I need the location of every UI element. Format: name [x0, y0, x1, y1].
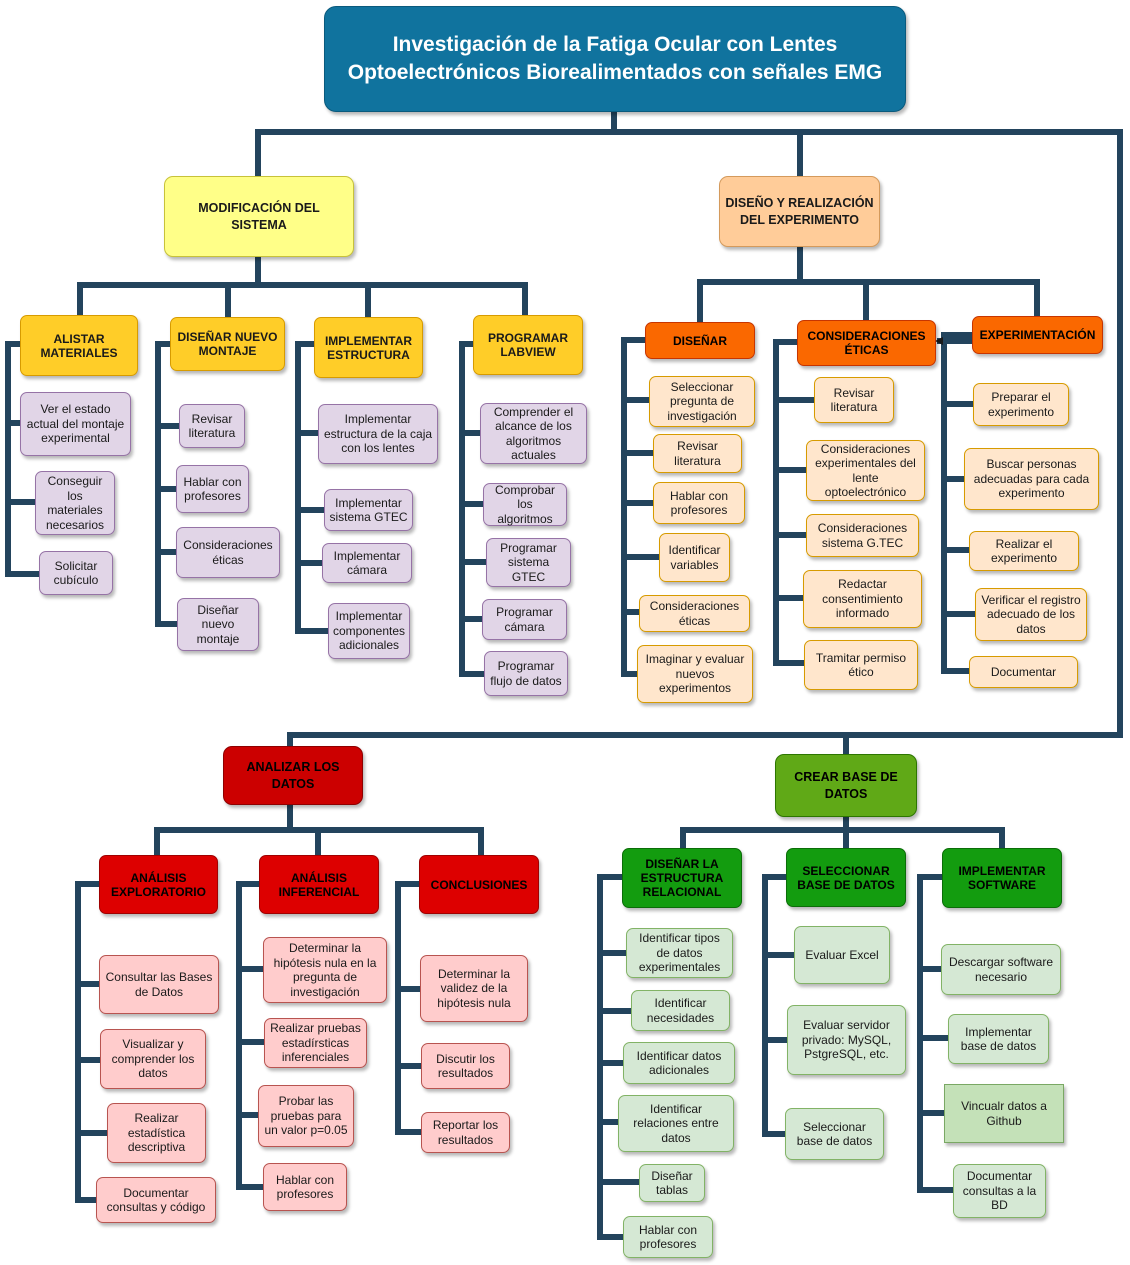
leaf-item: Identificar necesidades: [631, 990, 730, 1031]
leaf-item: Realizar el experimento: [969, 531, 1079, 571]
leaf-item: Buscar personas adecuadas para cada expe…: [964, 448, 1099, 510]
leaf-item: Comprobar los algoritmos: [483, 483, 567, 526]
leaf-item: Identificar relaciones entre datos: [618, 1095, 734, 1152]
node-consideraciones-eticas: CONSIDERACIONES ÉTICAS: [797, 320, 936, 366]
leaf-item: Solicitar cubículo: [39, 551, 113, 595]
leaf-item: Implementar estructura de la caja con lo…: [318, 404, 438, 464]
leaf-item: Verificar el registro adecuado de los da…: [975, 588, 1087, 641]
leaf-item: Documentar consultas y código: [96, 1177, 216, 1223]
leaf-item: Programar sistema GTEC: [486, 538, 571, 587]
leaf-item: Consideraciones éticas: [176, 527, 280, 578]
node-programar-labview: PROGRAMAR LABVIEW: [473, 315, 583, 375]
node-analisis-inferencial: ANÁLISIS INFERENCIAL: [259, 855, 379, 914]
leaf-item: Implementar componentes adicionales: [328, 603, 410, 659]
leaf-item: Evaluar Excel: [794, 926, 890, 984]
node-alistar-materiales: ALISTAR MATERIALES: [20, 315, 138, 376]
leaf-item: Consideraciones sistema G.TEC: [806, 514, 919, 557]
leaf-item: Diseñar tablas: [639, 1164, 705, 1202]
leaf-item: Identificar tipos de datos experimentale…: [626, 928, 733, 978]
leaf-item: Vincualr datos a Github: [944, 1084, 1064, 1143]
leaf-item: Seleccionar pregunta de investigación: [649, 376, 755, 427]
leaf-item: Redactar consentimiento informado: [803, 570, 922, 628]
node-disenar-nuevo-montaje: DISEÑAR NUEVO MONTAJE: [170, 317, 285, 371]
node-disenar-estructura-relacional: DISEÑAR LA ESTRUCTURA RELACIONAL: [622, 848, 742, 908]
leaf-item: Descargar software necesario: [941, 944, 1061, 995]
leaf-item: Documentar: [969, 656, 1078, 688]
arrow-head-icon: [935, 337, 943, 345]
leaf-item: Determinar la hipótesis nula en la pregu…: [263, 937, 387, 1003]
leaf-item: Revisar literatura: [179, 404, 245, 448]
leaf-item: Implementar sistema GTEC: [324, 489, 413, 531]
leaf-item: Discutir los resultados: [421, 1043, 510, 1089]
leaf-item: Ver el estado actual del montaje experim…: [20, 392, 131, 456]
leaf-item: Tramitar permiso ético: [804, 640, 918, 690]
leaf-item: Revisar literatura: [814, 377, 894, 423]
leaf-item: Reportar los resultados: [421, 1112, 510, 1153]
leaf-item: Hablar con profesores: [653, 482, 745, 524]
node-crear-base-de-datos: CREAR BASE DE DATOS: [775, 754, 917, 817]
leaf-item: Programar flujo de datos: [484, 651, 568, 696]
node-disenar: DISEÑAR: [645, 322, 755, 359]
node-implementar-software: IMPLEMENTAR SOFTWARE: [942, 848, 1062, 908]
leaf-item: Consideraciones éticas: [639, 595, 750, 632]
leaf-item: Diseñar nuevo montaje: [177, 598, 259, 651]
node-conclusiones: CONCLUSIONES: [419, 855, 539, 914]
leaf-item: Visualizar y comprender los datos: [100, 1029, 206, 1089]
leaf-item: Determinar la validez de la hipótesis nu…: [420, 955, 528, 1022]
leaf-item: Revisar literatura: [653, 434, 742, 473]
leaf-item: Documentar consultas a la BD: [953, 1164, 1046, 1218]
leaf-item: Realizar pruebas estadírsticas inferenci…: [264, 1018, 367, 1068]
leaf-item: Hablar con profesores: [176, 465, 249, 513]
leaf-item: Probar las pruebas para un valor p=0.05: [258, 1085, 354, 1147]
leaf-item: Hablar con profesores: [623, 1216, 713, 1258]
leaf-item: Implementar base de datos: [948, 1014, 1049, 1064]
leaf-item: Programar cámara: [482, 599, 567, 640]
leaf-item: Seleccionar base de datos: [785, 1108, 884, 1160]
leaf-item: Implementar cámara: [322, 543, 412, 583]
leaf-item: Imaginar y evaluar nuevos experimentos: [637, 645, 753, 703]
node-diseno-y-realizacion: DISEÑO Y REALIZACIÓN DEL EXPERIMENTO: [719, 176, 880, 247]
node-experimentacion: EXPERIMENTACIÓN: [972, 316, 1103, 354]
node-analisis-exploratorio: ANÁLISIS EXPLORATORIO: [99, 855, 218, 914]
leaf-item: Identificar datos adicionales: [623, 1042, 735, 1084]
leaf-item: Identificar variables: [659, 533, 730, 582]
leaf-item: Consultar las Bases de Datos: [99, 955, 219, 1014]
leaf-item: Comprender el alcance de los algoritmos …: [480, 403, 587, 464]
leaf-item: Realizar estadística descriptiva: [107, 1103, 206, 1163]
leaf-item: Conseguir los materiales necesarios: [35, 471, 115, 535]
leaf-item: Evaluar servidor privado: MySQL, PstgreS…: [787, 1005, 906, 1075]
node-implementar-estructura: IMPLEMENTAR ESTRUCTURA: [314, 317, 423, 378]
leaf-item: Consideraciones experimentales del lente…: [806, 440, 925, 501]
node-modificacion-del-sistema: MODIFICACIÓN DEL SISTEMA: [164, 176, 354, 257]
node-analizar-los-datos: ANALIZAR LOS DATOS: [223, 746, 363, 805]
node-seleccionar-base-de-datos: SELECCIONAR BASE DE DATOS: [786, 848, 906, 907]
leaf-item: Hablar con profesores: [263, 1163, 347, 1211]
leaf-item: Preparar el experimento: [973, 383, 1069, 426]
diagram-title: Investigación de la Fatiga Ocular con Le…: [324, 6, 906, 112]
